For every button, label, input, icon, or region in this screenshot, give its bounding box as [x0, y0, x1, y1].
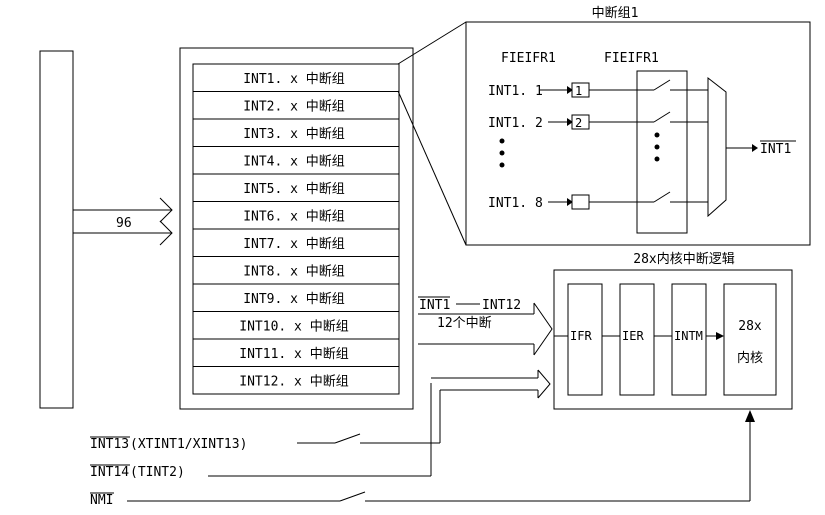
group-input-1: INT1. 1 1: [488, 79, 708, 99]
input-label: INT1. 1: [488, 84, 543, 99]
core-register-label: IFR: [570, 329, 592, 343]
pie-group-row: INT10. x 中断组: [192, 311, 400, 340]
ext-int-nmi: NMI: [90, 410, 755, 508]
pie-group-label: INT5. x 中断组: [243, 182, 345, 197]
pie-group-row: INT3. x 中断组: [192, 118, 400, 147]
int-bus-sub-label: 12个中断: [437, 316, 492, 331]
enable-switch-column: [636, 70, 688, 234]
pie-group-label: INT10. x 中断组: [239, 319, 348, 334]
ext-int-suffix: (TINT2): [130, 465, 185, 480]
ext-int-name: INT13: [90, 437, 129, 452]
svg-text:1: 1: [575, 84, 582, 98]
pie-group-row: INT5. x 中断组: [192, 173, 400, 202]
zoom-line-top: [397, 21, 467, 65]
zoom-line-bottom: [397, 90, 467, 246]
fieifr-right-label: FIEIFR1: [604, 51, 659, 66]
group-input-2: INT1. 2 2: [488, 111, 708, 131]
svg-text:2: 2: [575, 116, 582, 130]
pie-group-label: INT11. x 中断组: [239, 347, 348, 362]
input-label: INT1. 2: [488, 116, 543, 131]
core-register-ifr: IFR: [567, 283, 603, 396]
int13-14-bus-arrow: [430, 369, 551, 476]
pie-group-row: INT1. x 中断组: [192, 63, 400, 92]
group-ellipsis-right: [654, 132, 660, 162]
group-ellipsis-left: [499, 138, 505, 168]
bus-width-label: 96: [116, 216, 132, 231]
pie-group-label: INT6. x 中断组: [243, 209, 345, 224]
pie-group-label: INT4. x 中断组: [243, 154, 345, 169]
core-register-list: IFR IER INTM: [554, 283, 724, 396]
group-output-label: INT1: [760, 142, 791, 157]
pie-group-row: INT12. x 中断组: [192, 366, 400, 395]
pie-group-label: INT9. x 中断组: [243, 292, 345, 307]
bus-96-arrow: 96: [73, 197, 173, 246]
ext-int-13: INT13 (XTINT1/XINT13): [90, 433, 440, 452]
ext-int-name: NMI: [90, 493, 113, 508]
pie-group-row: INT4. x 中断组: [192, 146, 400, 175]
int1-12-bus-arrow: INT1 INT12 12个中断: [418, 296, 553, 356]
int-bus-end-label: INT12: [482, 298, 521, 313]
pie-group-label: INT3. x 中断组: [243, 127, 345, 142]
cpu-core-box: [723, 283, 777, 396]
core-register-intm: INTM: [671, 283, 707, 396]
ext-int-14: INT14 (TINT2): [90, 464, 431, 480]
peripheral-bus-bar: [39, 50, 74, 409]
pie-group-label: INT1. x 中断组: [243, 72, 345, 87]
pie-group-row: INT2. x 中断组: [192, 91, 400, 120]
cpu-label-2: 内核: [737, 350, 763, 366]
int-bus-start-label: INT1: [419, 298, 450, 313]
core-title: 28x内核中断逻辑: [633, 251, 734, 267]
core-register-ier: IER: [619, 283, 655, 396]
pie-group-row: INT6. x 中断组: [192, 201, 400, 230]
pie-group-row: INT7. x 中断组: [192, 228, 400, 257]
group-detail-title: 中断组1: [592, 6, 639, 21]
ext-int-name: INT14: [90, 465, 129, 480]
pie-group-label: INT7. x 中断组: [243, 237, 345, 252]
group-input-8: INT1. 8: [488, 191, 708, 211]
input-label: INT1. 8: [488, 196, 543, 211]
cpu-label-1: 28x: [738, 319, 762, 334]
pie-group-label: INT12. x 中断组: [239, 374, 348, 389]
group-multiplexer: [707, 76, 727, 218]
fieifr-left-label: FIEIFR1: [501, 51, 556, 66]
pie-group-list: INT1. x 中断组 INT2. x 中断组 INT3. x 中断组 INT4. x…: [192, 63, 400, 395]
ext-int-suffix: (XTINT1/XINT13): [130, 437, 247, 452]
pie-group-row: INT11. x 中断组: [192, 338, 400, 367]
group-detail-box: [465, 21, 811, 246]
core-register-label: IER: [622, 329, 644, 343]
pie-group-label: INT8. x 中断组: [243, 264, 345, 279]
core-register-label: INTM: [674, 329, 703, 343]
pie-group-row: INT8. x 中断组: [192, 256, 400, 285]
pie-group-label: INT2. x 中断组: [243, 99, 345, 114]
core-signal-arrow: [716, 332, 724, 340]
pie-group-row: INT9. x 中断组: [192, 283, 400, 312]
